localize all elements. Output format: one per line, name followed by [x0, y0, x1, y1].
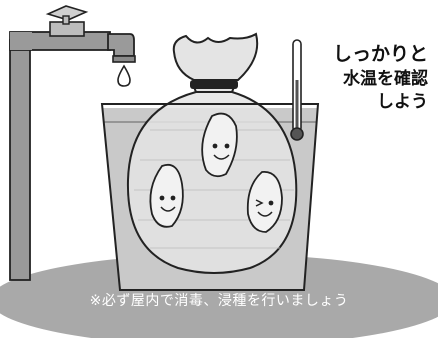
- headline-line-3: しよう: [377, 92, 428, 113]
- bucket-outline: [100, 103, 320, 291]
- headline-line-1: しっかりと: [332, 43, 428, 65]
- indoor-disinfection-note: ※必ず屋内で消毒、浸種を行いましょう: [89, 293, 349, 309]
- seed-character-icon: [149, 163, 184, 228]
- thermometer-icon: [290, 39, 304, 141]
- water-temperature-message: しっかりと 水温を確認 しよう: [288, 43, 428, 113]
- seed-character-icon: [201, 112, 238, 178]
- water-drop-icon: [117, 64, 131, 87]
- faucet-icon: [9, 5, 136, 281]
- bag-tie: [190, 80, 238, 89]
- seed-character-icon: [246, 171, 283, 233]
- headline-line-2: 水温を確認: [343, 68, 428, 89]
- ground-platform: [0, 254, 438, 338]
